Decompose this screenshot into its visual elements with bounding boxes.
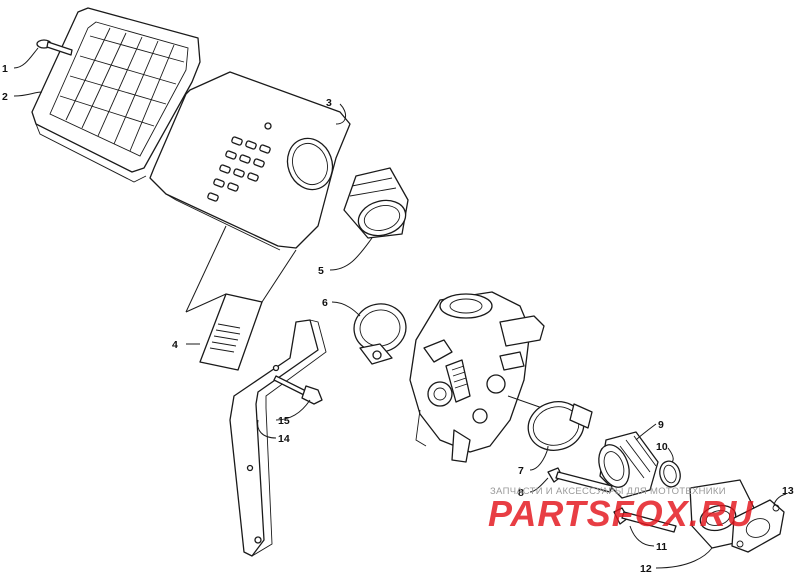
callout-13: 13: [782, 485, 794, 497]
part-4-filter-element[interactable]: [185, 225, 297, 371]
part-14-bracket[interactable]: [229, 319, 327, 557]
part-10-o-ring[interactable]: [657, 459, 683, 489]
callout-labels: 1 2 3 4 5 6 7 8 9 10 11 12 13 14 15: [2, 63, 794, 575]
callout-14: 14: [278, 433, 290, 445]
callout-2: 2: [2, 91, 8, 103]
callout-3: 3: [326, 97, 332, 109]
watermark: ЗАПЧАСТИ И АКСЕССУАРЫ ДЛЯ МОТОТЕХНИКИ PA…: [488, 486, 754, 534]
watermark-logo: PARTSFOX.RU: [488, 493, 754, 534]
watermark-text: ЗАПЧАСТИ И АКСЕССУАРЫ ДЛЯ МОТОТЕХНИКИ: [490, 486, 726, 497]
part-2-filter-cover[interactable]: [31, 7, 201, 183]
part-3-air-box-housing[interactable]: [149, 71, 351, 251]
callout-8: 8: [518, 487, 524, 499]
part-7-clamp[interactable]: [523, 396, 593, 457]
leader-lines: [13, 47, 787, 569]
part-8-bolt[interactable]: [547, 467, 613, 493]
callout-6: 6: [322, 297, 328, 309]
part-9-intake-adapter[interactable]: [593, 431, 659, 499]
carburetor[interactable]: [409, 291, 549, 463]
part-11-bolt[interactable]: [613, 507, 677, 533]
callout-4: 4: [172, 339, 178, 351]
part-13-gasket[interactable]: [731, 499, 785, 553]
part-5-intake-boot[interactable]: [343, 167, 410, 241]
callout-15: 15: [278, 415, 290, 427]
callout-11: 11: [656, 541, 667, 553]
part-1-screw[interactable]: [36, 39, 73, 56]
callout-9: 9: [658, 419, 664, 431]
part-15-bolt[interactable]: [273, 375, 323, 405]
part-6-hose-clamp[interactable]: [350, 300, 410, 365]
callout-5: 5: [318, 265, 324, 277]
callout-12: 12: [640, 563, 652, 575]
callout-10: 10: [656, 441, 668, 453]
callout-1: 1: [2, 63, 8, 75]
callout-7: 7: [518, 465, 524, 477]
